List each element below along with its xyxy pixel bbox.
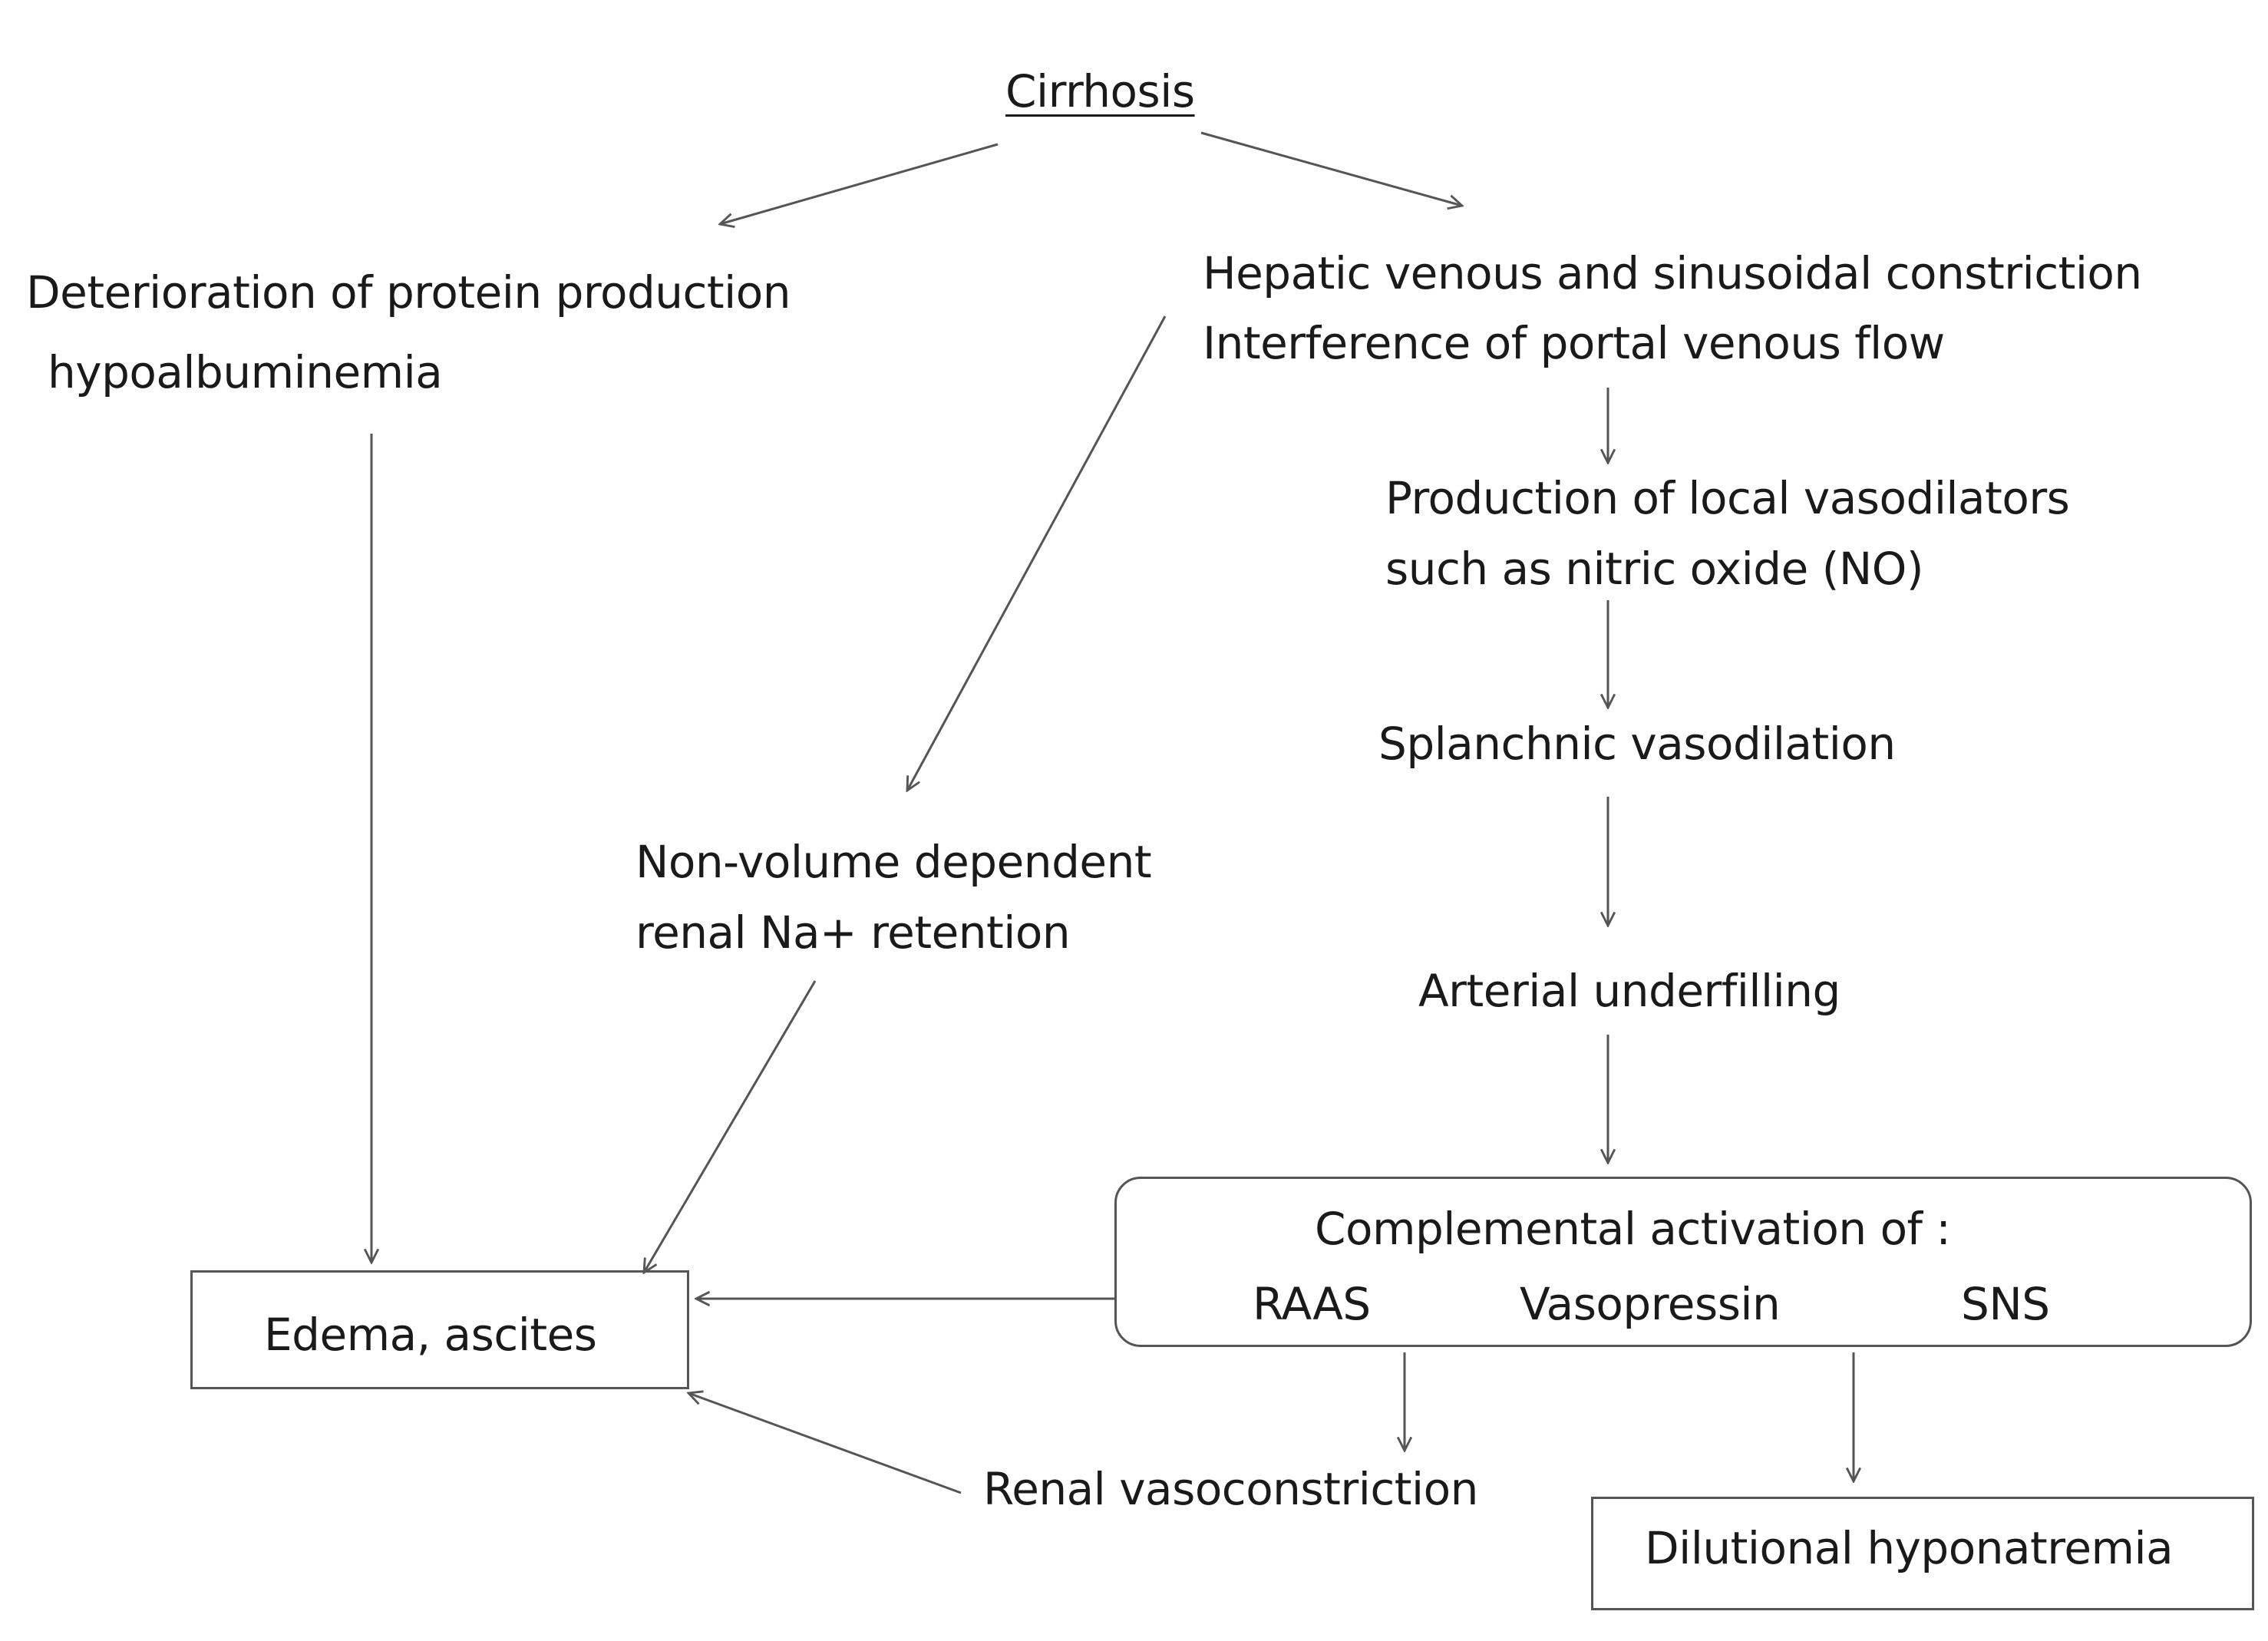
na-retention-text: Non-volume dependent: [636, 836, 1152, 888]
sns-label: SNS: [1961, 1278, 2050, 1330]
hyponatremia-box: [1591, 1497, 2254, 1610]
protein-production-text: Deterioration of protein production: [26, 266, 791, 319]
arterial-underfilling-text: Arterial underfilling: [1418, 965, 1840, 1017]
renal-vasoconstriction-text: Renal vasoconstriction: [983, 1463, 1478, 1515]
edema-box: [190, 1270, 689, 1389]
edema-text: Edema, ascites: [264, 1309, 597, 1361]
diagram-title: Cirrhosis: [1005, 65, 1195, 117]
vasodilators-text: Production of local vasodilators: [1385, 472, 2070, 524]
arrow-renal-vaso-to-edema: [688, 1393, 962, 1494]
activation-box: [1114, 1177, 2252, 1347]
activation-heading: Complemental activation of :: [1315, 1203, 1951, 1255]
hyponatremia-text: Dilutional hyponatremia: [1645, 1522, 2174, 1574]
hepatic-constriction-text: Hepatic venous and sinusoidal constricti…: [1203, 247, 2142, 299]
renal-na-text: renal Na+ retention: [636, 906, 1071, 959]
hypoalbuminemia-text: hypoalbuminemia: [48, 346, 443, 398]
arrow-cirrhosis-to-hepatic: [1200, 131, 1462, 206]
portal-flow-text: Interference of portal venous flow: [1203, 317, 1945, 369]
nitric-oxide-text: such as nitric oxide (NO): [1385, 543, 1924, 595]
arrow-retention-to-edema: [644, 980, 817, 1273]
arrow-hepatic-to-retention: [907, 315, 1167, 791]
arrow-cirrhosis-to-protein: [720, 143, 999, 224]
raas-label: RAAS: [1253, 1278, 1371, 1330]
vasopressin-label: Vasopressin: [1520, 1278, 1781, 1330]
splanchnic-vasodilation-text: Splanchnic vasodilation: [1378, 718, 1896, 770]
